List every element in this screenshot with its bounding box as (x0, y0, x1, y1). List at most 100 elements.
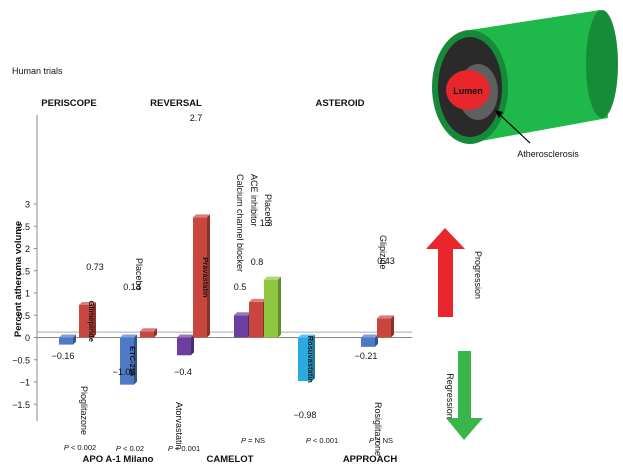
bar-front (377, 318, 391, 338)
trial-label: PERISCOPE (41, 98, 96, 109)
bar-12 (377, 315, 394, 338)
bar-front (120, 337, 134, 385)
value-label: 0.5 (234, 282, 247, 292)
plaque-label: Atherosclerosis (517, 149, 579, 159)
y-tick-label: 3 (25, 200, 30, 210)
progression-arrow (426, 228, 465, 317)
value-label: −0.98 (294, 410, 317, 420)
bar-front (59, 337, 73, 345)
trial-labels-top: PERISCOPE REVERSAL ASTEROID (41, 98, 364, 109)
lumen (446, 70, 490, 110)
p-value: P < 0.001 (306, 436, 338, 445)
bar-top (234, 312, 251, 316)
value-label: −1.06 (113, 367, 136, 377)
bar-6 (193, 214, 210, 338)
value-label: 0.14 (123, 282, 141, 292)
bar-front (249, 301, 263, 338)
bar-side (93, 302, 96, 338)
bar-3 (120, 334, 137, 385)
y-tick-label: 1.5 (17, 266, 30, 276)
y-tick-label: 0.5 (17, 311, 30, 321)
bar-1 (59, 334, 76, 345)
y-tick-label: 0 (25, 333, 30, 343)
bar-side (134, 334, 137, 385)
bar-category-label: ACE inhibitor (249, 174, 259, 227)
p-value: P = NS (241, 436, 265, 445)
bar-top (140, 328, 157, 332)
value-label: −0.16 (52, 351, 75, 361)
bar-9 (264, 276, 281, 338)
bar-category-label: Placebo (134, 258, 144, 291)
vessel-end (586, 10, 618, 118)
bar-5 (177, 334, 194, 356)
bar-top (193, 214, 210, 218)
p-value: P < 0.02 (116, 444, 144, 453)
chart-subtitle: Human trials (12, 66, 63, 76)
bar-front (140, 331, 154, 338)
y-tick-label: 2.5 (17, 222, 30, 232)
bar-top (79, 302, 96, 306)
progression-label: Progression (473, 251, 483, 299)
y-tick-label: −1.5 (12, 400, 30, 410)
bar-8 (249, 298, 266, 338)
p-value: P < 0.001 (168, 444, 200, 453)
bar-category-label: Glipizide (378, 235, 388, 270)
trial-labels-bottom: APO A-1 Milano CAMELOT APPROACH (83, 454, 398, 464)
bar-front (234, 315, 248, 338)
bar-category-label: Pravastatin (201, 257, 210, 298)
regression-label: Regression (445, 373, 455, 419)
bar-top (298, 334, 315, 338)
bar-category-label: Placebo (263, 194, 273, 227)
value-label: 2.7 (190, 113, 203, 123)
trial-label: REVERSAL (150, 98, 202, 109)
y-tick-label: −0.5 (12, 355, 30, 365)
bar-side (207, 214, 210, 338)
bar-front (177, 337, 191, 356)
bar-front (361, 337, 375, 347)
bar-category-label: ETC-216 (128, 346, 137, 376)
bar-7 (234, 312, 251, 338)
bar-side (73, 334, 76, 345)
bar-category-label: Pioglitazone (79, 386, 89, 435)
bar-2 (79, 302, 96, 338)
plaque-pointer (496, 111, 531, 144)
value-label: −0.4 (174, 367, 192, 377)
value-label: 0.73 (86, 262, 104, 272)
lumen-label: Lumen (453, 86, 483, 96)
bar-category-label: Rosiglitazone (373, 402, 383, 456)
plaque-pointer-head (495, 110, 503, 118)
p-values: P < 0.002 P < 0.02 P < 0.001 P = NS P < 0.00… (64, 436, 393, 453)
y-tick-label: −1 (20, 378, 30, 388)
bar-side (391, 315, 394, 338)
zero-baseline (37, 331, 412, 338)
bar-top (377, 315, 394, 319)
value-label: 0.8 (251, 257, 264, 267)
p-value: P = NS (369, 436, 393, 445)
p-value: P < 0.002 (64, 443, 96, 452)
trial-label: CAMELOT (207, 454, 254, 464)
y-tick-label: 2 (25, 244, 30, 254)
bar-category-label: Atorvastatin (174, 402, 184, 450)
bar-top (361, 334, 378, 338)
bar-front (264, 279, 278, 338)
bar-side (278, 276, 281, 338)
bar-side (191, 334, 194, 356)
y-axis-label: Percent atheroma volume (13, 221, 24, 337)
bar-top (264, 276, 281, 280)
trial-label: APPROACH (343, 454, 398, 464)
trial-label: APO A-1 Milano (83, 454, 154, 464)
value-label: −0.21 (355, 351, 378, 361)
bar-4 (140, 328, 157, 338)
y-tick-label: 1 (25, 289, 30, 299)
bar-side (312, 334, 315, 382)
bar-10 (298, 334, 315, 382)
bar-side (375, 334, 378, 347)
bar-front (79, 305, 93, 338)
trial-label: ASTEROID (315, 98, 364, 109)
bar-category-label: Glimepiride (87, 301, 96, 342)
bar-front (298, 337, 312, 382)
